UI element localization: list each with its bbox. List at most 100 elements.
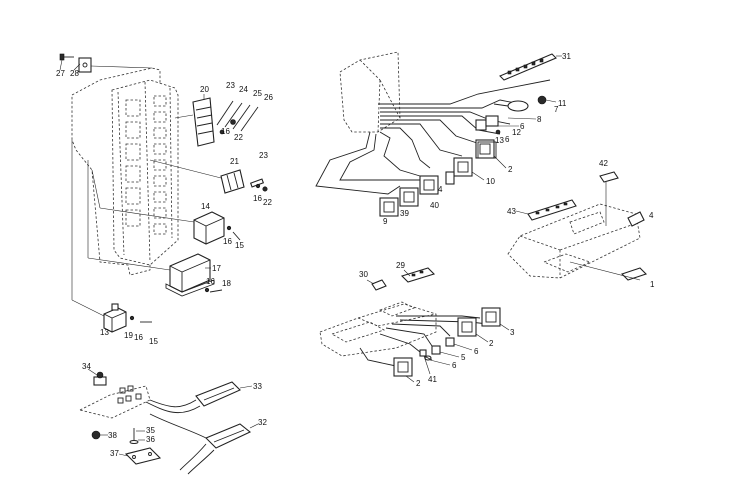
relay-13-lower [71,140,152,333]
callout-34: 34 [82,362,91,371]
callout-2-b: 2 [489,339,494,348]
callout-15-a: 15 [235,241,244,250]
callout-16-d: 16 [206,277,215,286]
callout-6-c: 6 [474,347,479,356]
callout-35: 35 [146,426,155,435]
callout-33: 33 [253,382,262,391]
callout-36: 36 [146,435,155,444]
front-frame [111,79,179,266]
callout-5: 5 [461,353,466,362]
plug-41 [419,349,427,357]
callout-13-top: 13 [495,136,504,145]
right-callouts: 42 43 4 1 [507,159,655,289]
switch-module-3 [481,307,501,327]
cable-connector-32 [149,413,259,475]
transformer-17 [87,160,223,297]
control-panel-43 [527,199,577,221]
callout-6-a: 6 [520,122,525,131]
indicator-6 [431,337,455,355]
plate-37 [124,447,162,465]
callout-4-b: 4 [649,211,654,220]
switch-module-40 [399,187,419,207]
lamp-12 [475,115,501,135]
mounting-panel-assembly [59,53,268,333]
callout-30: 30 [359,270,368,279]
callout-8: 8 [537,115,542,124]
callout-18: 18 [222,279,231,288]
callout-2-c: 2 [416,379,421,388]
bracket-28 [78,57,92,73]
armrest-housing [507,203,641,279]
switch-module-2-mid [457,317,477,337]
terminal-block-21 [149,159,268,194]
lamp-5 [423,355,433,361]
switch-module-2-top [475,139,497,159]
callout-28: 28 [70,69,79,78]
screw-35-36 [129,428,139,444]
panel-30 [371,279,387,291]
column-switch-assembly [315,51,562,217]
callout-6-d: 6 [452,361,457,370]
callout-4-a: 4 [438,185,443,194]
callout-23-upper: 23 [226,81,235,90]
lower-console-assembly [319,267,501,377]
callout-12: 12 [512,128,521,137]
callout-38: 38 [108,431,117,440]
callout-20: 20 [200,85,209,94]
switch-34 [87,368,107,386]
bottom-left-callouts: 34 33 32 38 35 36 37 [82,362,267,458]
callout-31: 31 [562,52,571,61]
callout-10: 10 [486,177,495,186]
callout-17: 17 [212,264,221,273]
callout-23-lower: 23 [259,151,268,160]
callout-16-e: 16 [134,333,143,342]
switch-strip-31 [499,53,562,81]
callout-9: 9 [383,217,388,226]
callout-40: 40 [430,201,439,210]
callout-16-b: 16 [253,194,262,203]
relay-14 [91,169,241,245]
key-switch-11 [493,95,557,112]
top-center-callouts: 31 11 8 7 6 12 13 6 2 10 4 40 39 9 [383,52,571,226]
callout-22-b: 22 [263,198,272,207]
wire-harness-upper [315,79,551,195]
switch-module-10 [453,157,473,177]
callout-43: 43 [507,207,516,216]
callout-6-b: 6 [505,135,510,144]
callout-21: 21 [230,157,239,166]
screws-23-26 [216,100,259,135]
callout-22-a: 22 [234,133,243,142]
callout-41: 41 [428,375,437,384]
frame-slots [125,95,167,235]
callout-27: 27 [56,69,65,78]
callout-11: 11 [558,99,567,108]
connector-assembly [78,368,259,475]
switch-module-9 [379,197,399,217]
bottom-center-callouts: 29 30 3 2 6 5 6 41 2 [359,261,515,388]
screw-27 [59,53,74,61]
callout-16-a: 16 [221,127,230,136]
panel-29 [400,267,436,283]
callout-42: 42 [599,159,608,168]
switch-module-4 [419,171,455,195]
callout-29: 29 [396,261,405,270]
knob-38 [91,430,108,440]
armrest-assembly [507,171,648,281]
callout-15-b: 15 [149,337,158,346]
callout-1: 1 [650,280,655,289]
left-callouts: 27 28 20 23 24 25 26 16 22 21 23 16 22 1… [56,59,273,346]
switch-module-2-low [393,357,413,377]
switch-4-right [627,211,645,227]
terminal-block-20 [174,97,215,147]
panel-1 [569,261,648,281]
callout-37: 37 [110,449,119,458]
callout-16-c: 16 [223,237,232,246]
callout-13: 13 [100,328,109,337]
callout-19: 19 [124,331,133,340]
callout-3: 3 [510,328,515,337]
callout-24: 24 [239,85,248,94]
panel-42 [599,171,619,226]
cable-connector-33 [145,381,253,414]
